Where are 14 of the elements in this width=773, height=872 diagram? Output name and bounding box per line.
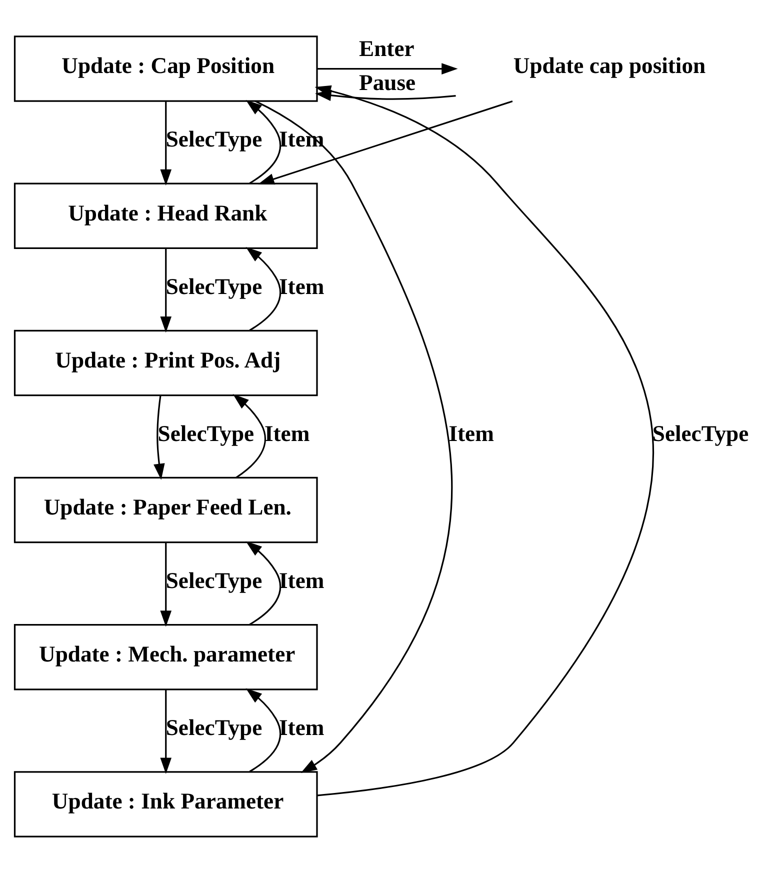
edge-label: Item xyxy=(264,420,310,446)
edge-label: SelecType xyxy=(652,420,749,446)
edge-label: Item xyxy=(279,273,324,298)
edge-label: SelecType xyxy=(166,567,262,592)
edge-label: SelecType xyxy=(166,126,262,152)
edge-label: SelecType xyxy=(166,273,262,298)
edge-label: Enter xyxy=(359,36,414,61)
edge-label: Item xyxy=(448,420,494,446)
edge-label: SelecType xyxy=(158,420,254,446)
edge-label: Pause xyxy=(359,70,416,95)
node-text: Update cap position xyxy=(513,52,706,78)
edge-label: Item xyxy=(279,714,324,740)
edge-label: Item xyxy=(279,567,324,592)
edge-label: SelecType xyxy=(166,714,262,740)
